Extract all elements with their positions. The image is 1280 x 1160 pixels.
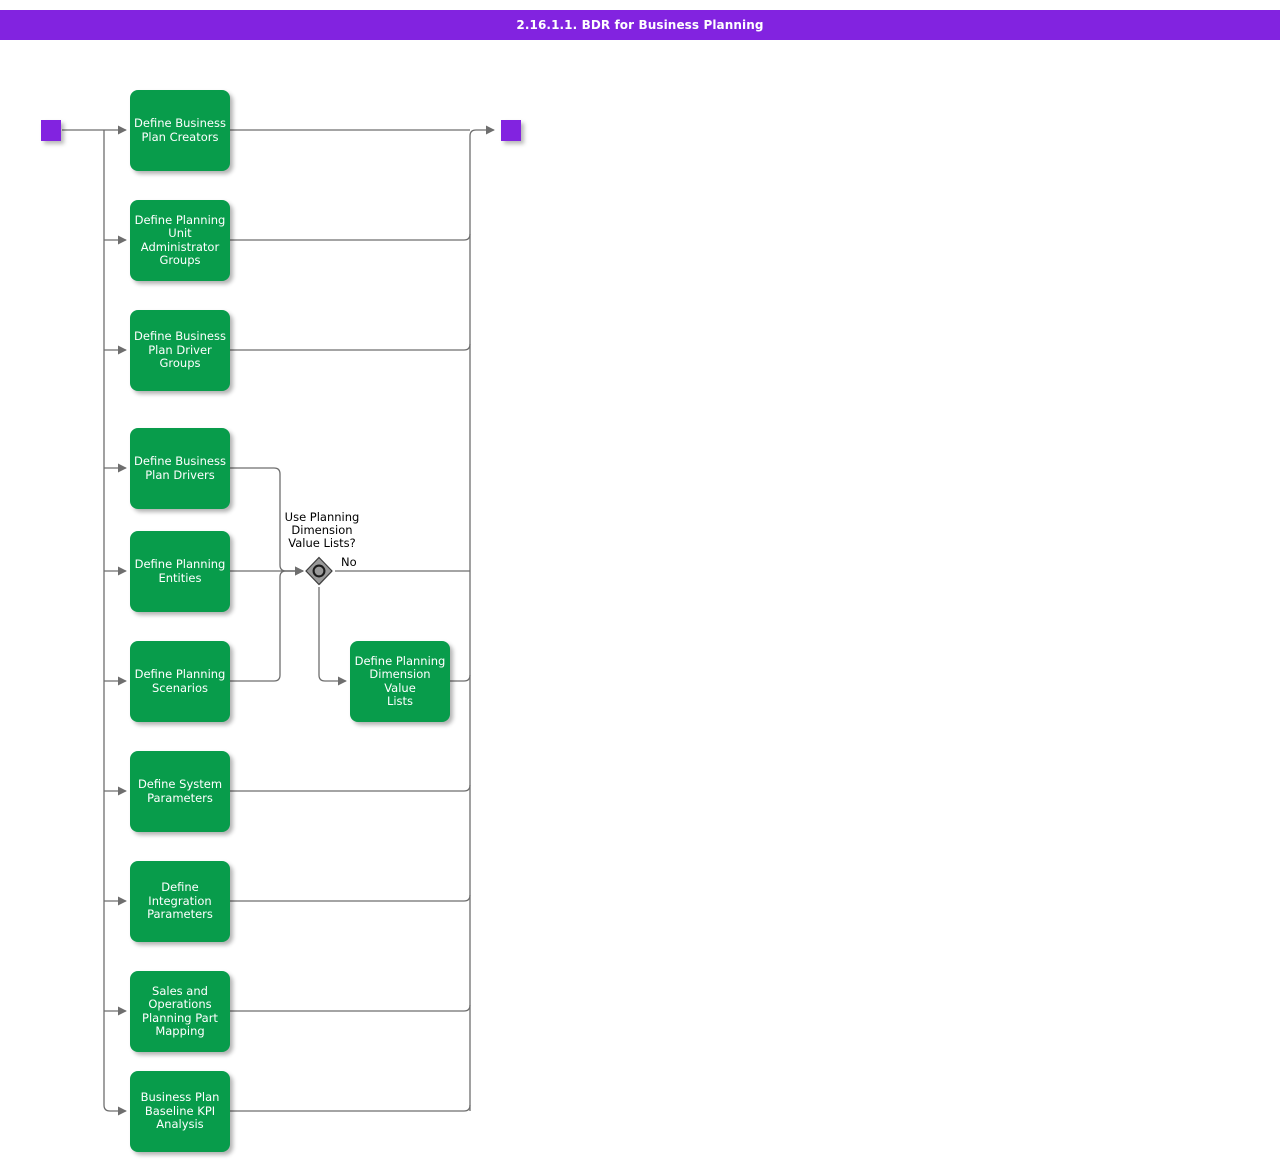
edge-t3-to-merge	[230, 343, 471, 351]
task-label: Business Plan Baseline KPI Analysis	[140, 1090, 220, 1132]
start-event[interactable]	[41, 120, 61, 141]
task-label: Define Planning Dimension Value Lists	[354, 653, 446, 708]
task-label: Define Planning Unit Administrator Group…	[134, 212, 226, 267]
inclusive-gateway-icon[interactable]	[304, 556, 334, 586]
task-define-system-parameters[interactable]: Define System Parameters	[130, 751, 230, 832]
edge-t2-to-merge	[230, 233, 471, 241]
task-define-business-plan-creators[interactable]: Define Business Plan Creators	[130, 90, 230, 171]
task-label: Define System Parameters	[137, 777, 223, 805]
gateway-branch-label-no: No	[341, 555, 357, 569]
task-define-planning-dimension-value-lists[interactable]: Define Planning Dimension Value Lists	[350, 641, 450, 722]
edge-gateway-to-t11	[318, 587, 347, 686]
task-label: Define Planning Entities	[134, 557, 226, 585]
task-sales-and-operations-planning-part-mapping[interactable]: Sales and Operations Planning Part Mappi…	[130, 971, 230, 1052]
task-define-integration-parameters[interactable]: Define Integration Parameters	[130, 861, 230, 942]
edge-t10-to-merge	[230, 1104, 471, 1112]
task-label: Define Integration Parameters	[147, 880, 213, 922]
task-define-business-plan-driver-groups[interactable]: Define Business Plan Driver Groups	[130, 310, 230, 391]
edge-merge-to-end	[469, 125, 495, 1111]
edge-t11-to-merge	[450, 674, 471, 682]
task-label: Define Business Plan Drivers	[134, 454, 226, 482]
edge-t6-to-gateway	[230, 566, 304, 682]
end-event[interactable]	[501, 120, 521, 141]
task-label: Define Business Plan Driver Groups	[134, 329, 226, 371]
task-label: Sales and Operations Planning Part Mappi…	[142, 983, 218, 1038]
edge-t9-to-merge	[230, 1004, 471, 1012]
task-define-planning-scenarios[interactable]: Define Planning Scenarios	[130, 641, 230, 722]
task-define-planning-entities[interactable]: Define Planning Entities	[130, 531, 230, 612]
diagram-title-bar: 2.16.1.1. BDR for Business Planning	[0, 10, 1280, 40]
task-label: Define Planning Scenarios	[134, 667, 226, 695]
page-title: 2.16.1.1. BDR for Business Planning	[516, 18, 764, 32]
task-define-business-plan-drivers[interactable]: Define Business Plan Drivers	[130, 428, 230, 509]
task-define-planning-unit-administrator-groups[interactable]: Define Planning Unit Administrator Group…	[130, 200, 230, 281]
task-business-plan-baseline-kpi-analysis[interactable]: Business Plan Baseline KPI Analysis	[130, 1071, 230, 1152]
edge-t8-to-merge	[230, 894, 471, 902]
task-label: Define Business Plan Creators	[134, 116, 226, 144]
gateway-question-label: Use Planning Dimension Value Lists?	[284, 510, 360, 551]
edge-t7-to-merge	[230, 784, 471, 792]
edge-spine-to-t10	[103, 130, 127, 1116]
